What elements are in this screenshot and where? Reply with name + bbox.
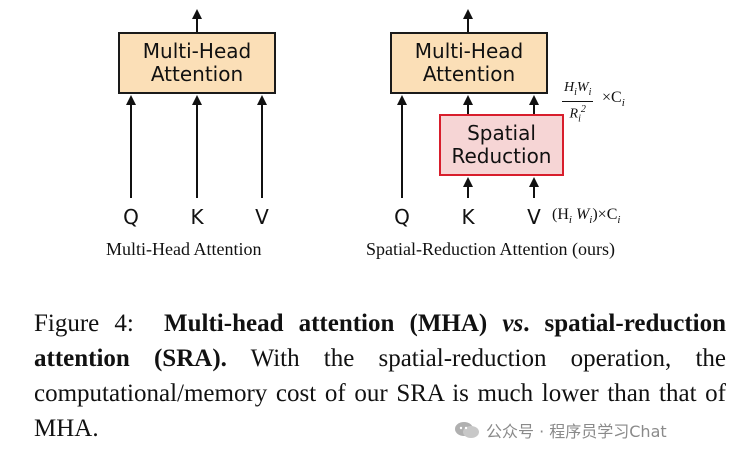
- right-mha-box: Multi-Head Attention: [390, 32, 548, 94]
- spatial-reduction-label-line1: Spatial: [467, 121, 536, 145]
- caption-bold-mha: Multi-head attention (MHA): [164, 310, 488, 337]
- right-mha-label-line1: Multi-Head: [414, 39, 524, 63]
- caption-vs: vs: [502, 310, 524, 337]
- input-dimension-label: (Hi Wi)×Ci: [552, 206, 621, 227]
- caption-body: With the spatial-reduction operation, th…: [34, 345, 726, 442]
- left-input-k: K: [190, 205, 204, 229]
- left-input-q: Q: [123, 205, 139, 229]
- right-mha-label-line2: Attention: [422, 62, 516, 86]
- left-mha-box: Multi-Head Attention: [118, 32, 276, 94]
- watermark: 公众号 · 程序员学习Chat: [454, 418, 667, 442]
- watermark-text: 公众号 · 程序员学习Chat: [486, 422, 667, 441]
- right-input-q: Q: [394, 205, 410, 229]
- left-input-v: V: [255, 205, 269, 229]
- caption-bold-sra: . spatial-reduction attention (SRA).: [34, 310, 727, 372]
- figure-caption: Figure 4: Multi-head attention (MHA) vs.…: [34, 306, 726, 446]
- spatial-reduction-label-line2: Reduction: [451, 144, 552, 168]
- wechat-icon: [454, 421, 480, 439]
- right-input-v: V: [527, 205, 541, 229]
- right-input-k: K: [461, 205, 475, 229]
- right-diagram-caption: Spatial-Reduction Attention (ours): [366, 239, 615, 259]
- left-diagram-caption: Multi-Head Attention: [106, 239, 262, 259]
- spatial-reduction-box: Spatial Reduction: [439, 114, 564, 176]
- figure-label: Figure 4:: [34, 310, 134, 337]
- arrows-layer: [126, 9, 539, 198]
- left-mha-label-line1: Multi-Head: [142, 39, 252, 63]
- left-mha-label-line2: Attention: [150, 62, 244, 86]
